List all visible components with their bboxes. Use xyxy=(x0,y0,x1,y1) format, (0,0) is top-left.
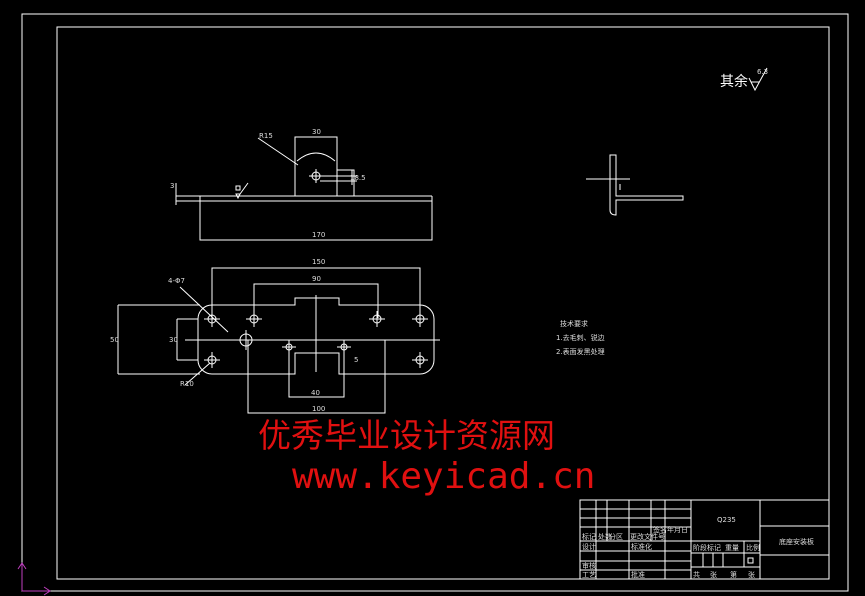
title-block-label: 比例 xyxy=(746,543,760,552)
hole-centerline xyxy=(369,311,385,327)
title-block-label: 年月日 xyxy=(667,525,688,534)
material-text: Q235 xyxy=(717,516,736,524)
title-block-label: 签名 xyxy=(653,525,667,534)
dim-50: 50 xyxy=(110,336,119,344)
hole-centerline xyxy=(204,352,220,368)
dim-hole-height: 18.5 xyxy=(350,174,366,182)
dim-100: 100 xyxy=(312,405,325,413)
title-block-label: 更改文件号 xyxy=(630,532,665,541)
roughness-note: 其余 6.3 xyxy=(720,67,768,92)
outer-border xyxy=(21,13,849,592)
title-block-label: 设计 xyxy=(582,542,596,551)
hole-centerline xyxy=(412,352,428,368)
dim-150: 150 xyxy=(312,258,325,266)
dim-r10: R10 xyxy=(180,380,194,388)
tech-note: 1.去毛刺、锐边 xyxy=(556,333,605,342)
tech-note: 2.表面发黑处理 xyxy=(556,347,605,356)
title-block-label: 处数 xyxy=(598,532,612,541)
title-block-label: 工艺 xyxy=(582,571,596,579)
roughness-label: 其余 xyxy=(720,73,748,90)
tech-notes: 技术要求 1.去毛刺、锐边 2.表面发黑处理 xyxy=(556,319,605,356)
part-name-text: 底座安装板 xyxy=(779,537,814,546)
tech-note: 技术要求 xyxy=(560,319,588,328)
plan-view: 150 90 50 30 4-Φ7 R10 40 100 5 xyxy=(110,258,440,414)
title-block-label: 张 xyxy=(748,570,755,579)
dim-90: 90 xyxy=(312,275,321,283)
title-block-label: 共 xyxy=(693,570,700,579)
dim-hole-dia: 4-Φ7 xyxy=(168,277,185,285)
title-block-label: 张 xyxy=(710,570,717,579)
dim-length: 170 xyxy=(312,231,325,239)
dim-r: R15 xyxy=(259,132,273,140)
title-block-label: 审核 xyxy=(582,561,596,570)
title-block-label: 标准化 xyxy=(631,542,652,551)
side-view xyxy=(586,154,684,216)
dim-thickness: 3 xyxy=(170,182,174,190)
dim-30-v: 30 xyxy=(169,336,178,344)
title-block-label: 重量 xyxy=(725,544,739,552)
inner-frame xyxy=(56,26,830,580)
dim-30: 30 xyxy=(312,128,321,136)
title-block-label: 阶段标记 xyxy=(693,543,721,552)
title-block: Q235 底座安装板 标记处数分区更改文件号签名年月日设计 标准化审核工艺 批准 阶段… xyxy=(579,499,830,580)
title-block-label: 分区 xyxy=(609,532,623,541)
roughness-value: 6.3 xyxy=(757,68,768,76)
dim-40: 40 xyxy=(311,389,320,397)
ucs-icon xyxy=(17,562,51,596)
watermark-title: 优秀毕业设计资源网 xyxy=(258,416,555,455)
roughness-symbol-icon xyxy=(748,67,768,92)
front-view: 30 R15 18.5 3 170 xyxy=(170,128,433,241)
title-block-label: 标记 xyxy=(582,532,596,541)
title-block-label: 第 xyxy=(730,570,737,579)
title-block-label: 批准 xyxy=(631,570,645,579)
watermark-url: www.keyicad.cn xyxy=(292,456,596,497)
dim-5: 5 xyxy=(354,356,358,364)
